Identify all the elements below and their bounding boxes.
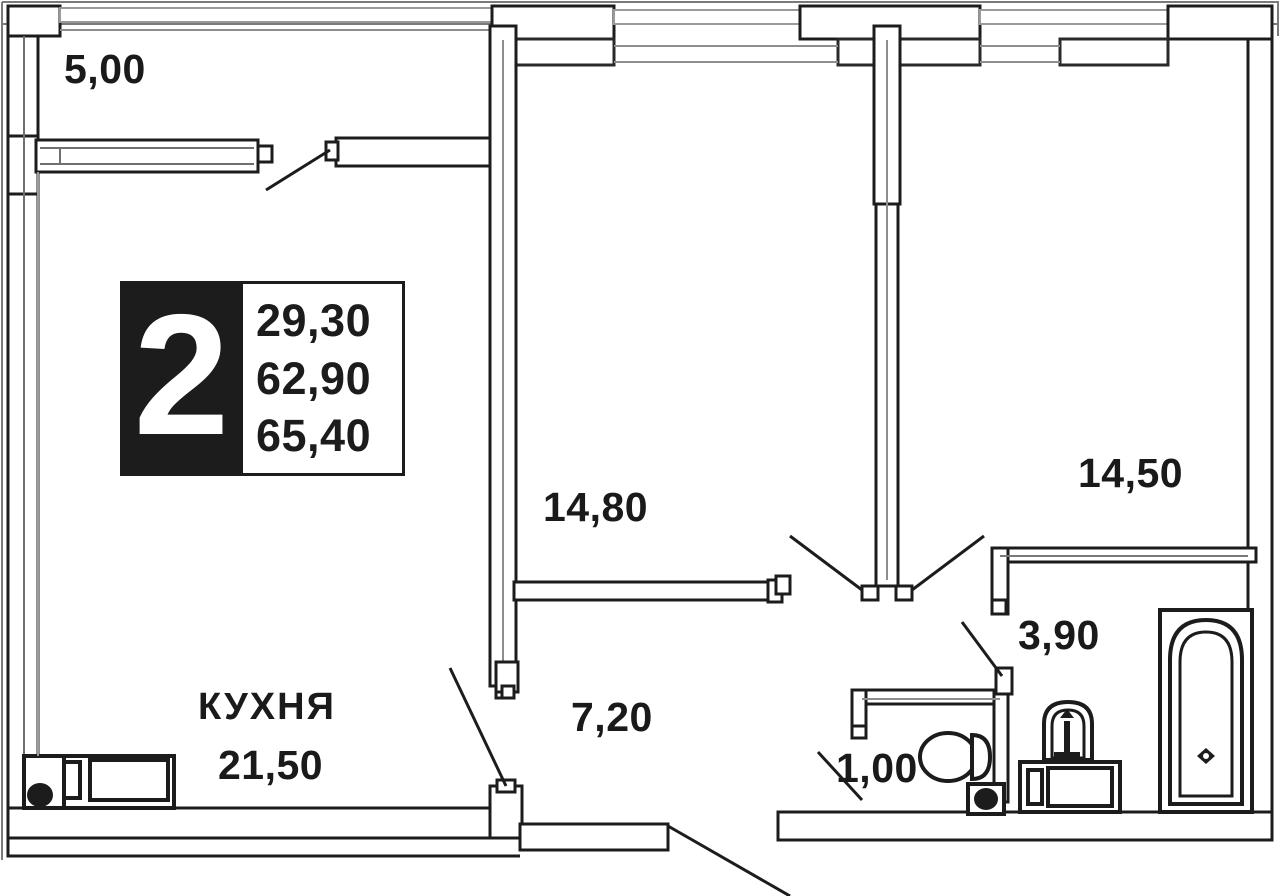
- entry-wall-stub: [324, 136, 498, 168]
- rooms-count-box: 2: [120, 281, 243, 476]
- roomleft-bottom-wall: [512, 580, 774, 602]
- wc-floor-drain: [974, 788, 998, 810]
- toilet: [918, 731, 993, 783]
- room-area-kitchen: 21,50: [218, 742, 324, 788]
- door-jamb-hallway-left: [494, 660, 520, 700]
- kitchen-stove: [62, 758, 170, 802]
- room-area-balcony: 5,00: [64, 46, 146, 92]
- leader-lines: [265, 148, 1004, 896]
- door-jamb-center: [860, 584, 914, 602]
- room-area-bathroom: 3,90: [1018, 612, 1100, 658]
- room-area-room-right: 14,50: [1078, 450, 1184, 496]
- room-area-hallway: 7,20: [571, 694, 653, 740]
- balcony-window-mullions: [40, 147, 254, 165]
- rooms-count-value: 2: [133, 278, 230, 471]
- bottom-wall-mid: [518, 822, 670, 852]
- kitchen-sink-drain: [27, 783, 53, 807]
- bathroom-wall-top: [990, 546, 1258, 616]
- bathtub-basin-inner: [1178, 630, 1234, 798]
- kitchen-bottom-wall: [6, 778, 524, 840]
- areas-box: 29,30 62,90 65,40: [243, 281, 405, 476]
- area-value-living: 29,30: [256, 295, 372, 347]
- apartment-info-badge: 2 29,30 62,90 65,40: [120, 281, 405, 476]
- washing-machine: [1018, 760, 1122, 814]
- top-lintel-thin-lines: [60, 29, 1060, 63]
- room-area-wc: 1,00: [836, 745, 918, 791]
- room-area-room-left: 14,80: [543, 484, 649, 530]
- balcony-window: [34, 138, 260, 174]
- door-jamb-roomright: [774, 574, 792, 596]
- washbasin-faucet: [1054, 709, 1080, 762]
- room-name-kitchen: КУХНЯ: [198, 686, 336, 728]
- top-wall-band: [6, 4, 1274, 41]
- area-value-total: 62,90: [256, 352, 372, 404]
- bottom-wall-right: [776, 810, 1274, 842]
- balcony-window-endcap: [256, 144, 274, 164]
- area-value-with-balcony: 65,40: [256, 410, 372, 462]
